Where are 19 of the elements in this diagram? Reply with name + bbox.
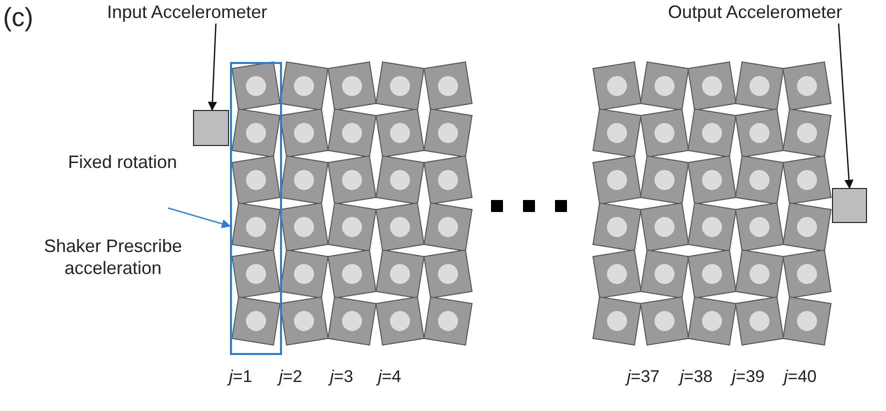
arrow [838,24,854,189]
arrow [208,24,217,111]
callout-text: Output Accelerometer [668,2,842,24]
column-index: j=40 [784,367,817,388]
column-index: j=2 [279,367,302,388]
annotation-text: Shaker Prescribe acceleration [42,236,184,280]
annotation-text: Fixed rotation [68,152,178,174]
accelerometer-box [832,188,867,223]
panel-label: (c) [3,2,34,34]
column-index: j=4 [378,367,402,388]
accelerometer-box [193,110,229,146]
column-index: j=1 [229,367,252,388]
column-frame [230,62,282,355]
column-index: j=39 [732,367,765,388]
arrow [168,207,231,228]
column-index: j=37 [627,367,660,388]
column-index: j=38 [680,367,713,388]
callout-text: Input Accelerometer [107,2,268,24]
column-index: j=3 [330,367,354,388]
